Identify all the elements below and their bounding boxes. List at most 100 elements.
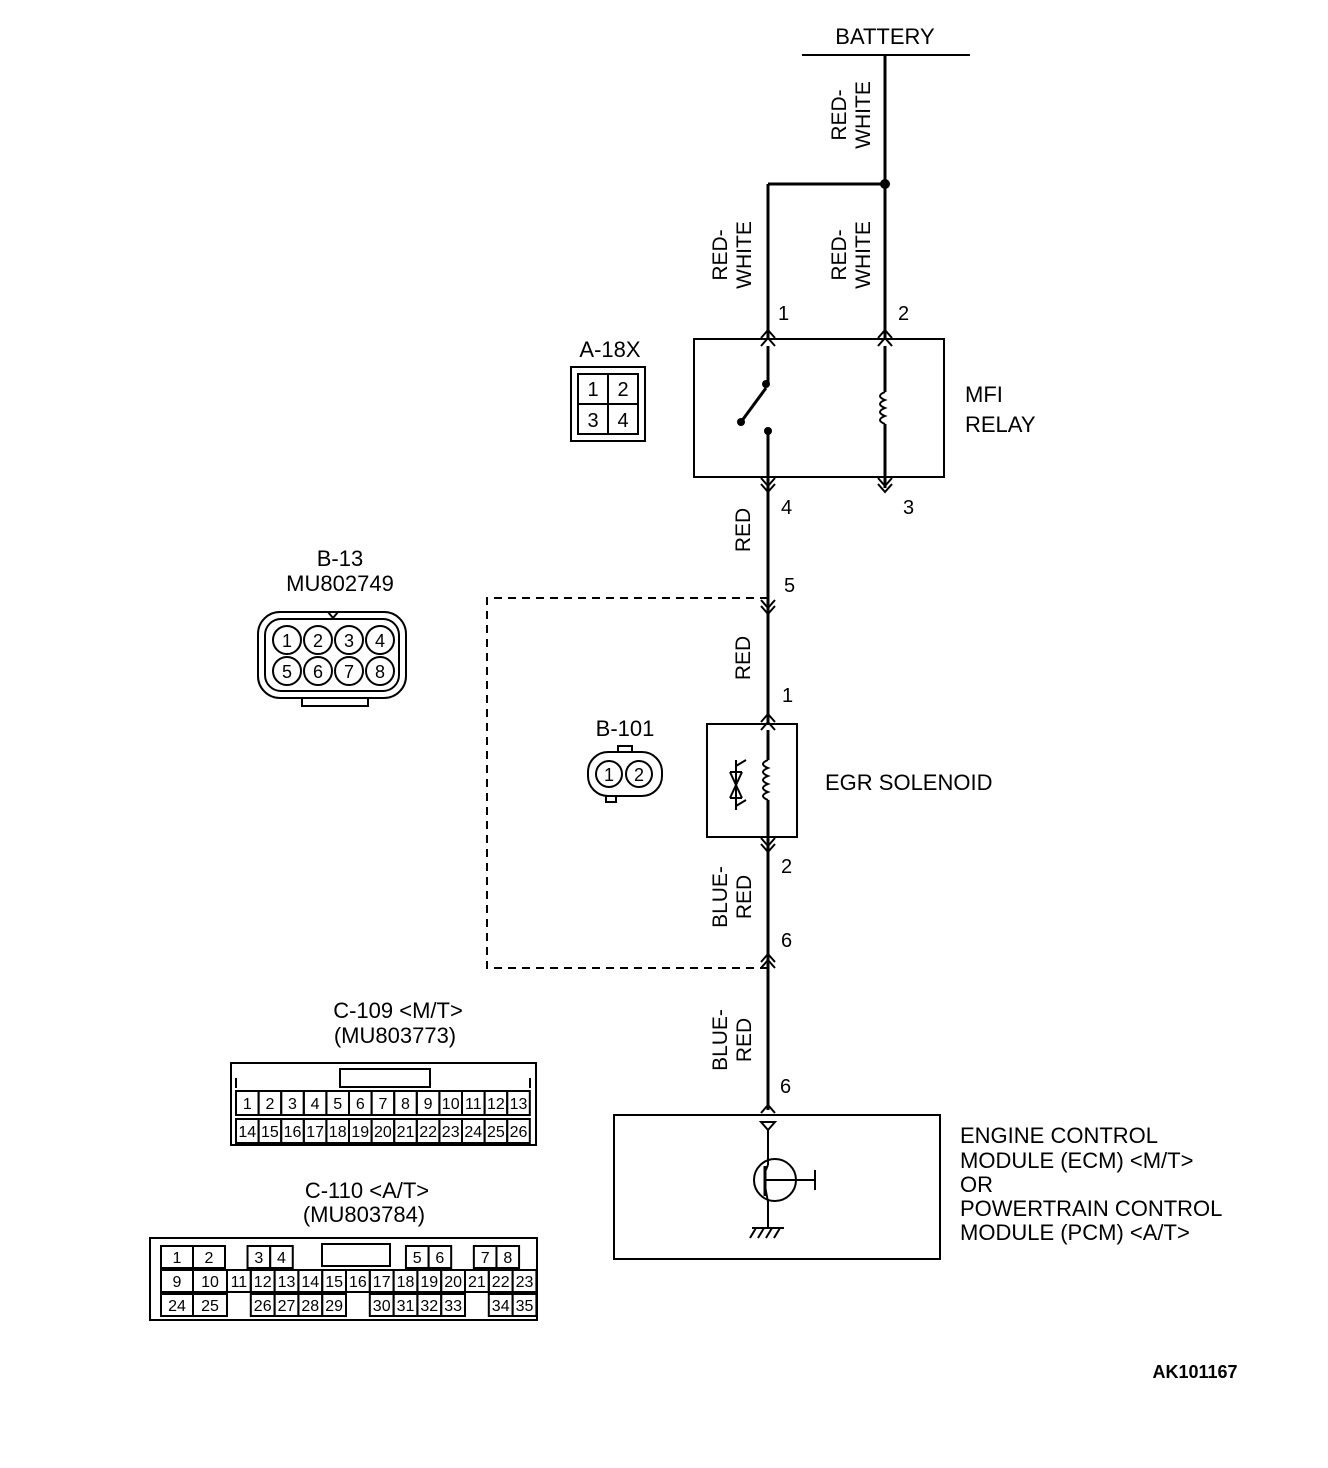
c110-pin-number: 17 xyxy=(373,1274,391,1291)
c109-pin-number: 3 xyxy=(288,1096,297,1113)
b13-pin-cavity xyxy=(272,656,302,686)
ecm-pin-6: 6 xyxy=(780,1076,791,1098)
c110-pin-number: 15 xyxy=(325,1274,343,1291)
c109-pin-number: 12 xyxy=(487,1096,505,1113)
svg-text:BLUE-: BLUE- xyxy=(709,1009,732,1071)
c110-pin-number: 26 xyxy=(254,1298,272,1315)
wire-label-red-2: RED xyxy=(732,636,755,680)
connector-arrow xyxy=(760,599,776,616)
svg-text:RED: RED xyxy=(733,875,756,919)
c110-pin-number: 16 xyxy=(349,1274,367,1291)
c110-pin-number: 4 xyxy=(277,1250,286,1267)
c110-pin-number: 2 xyxy=(205,1250,214,1267)
ecm-box xyxy=(613,1114,941,1260)
c110-pin-cell xyxy=(440,1293,467,1317)
c110-pin-number: 20 xyxy=(444,1274,462,1291)
svg-text:1: 1 xyxy=(587,379,598,401)
wire-label-blue-red-1: BLUE- RED xyxy=(709,866,756,928)
c110-pin-number: 35 xyxy=(516,1298,534,1315)
ecm-label-1: ENGINE CONTROL xyxy=(960,1123,1158,1148)
b13-pin-number: 6 xyxy=(313,662,323,682)
relay-pin-3: 3 xyxy=(903,497,914,519)
c109-pin-number: 2 xyxy=(265,1096,274,1113)
svg-text:RED-: RED- xyxy=(828,89,851,140)
terminal-arrow xyxy=(760,328,776,347)
mfi-relay-label-2: RELAY xyxy=(965,412,1036,437)
c110-pin-cell xyxy=(495,1245,521,1269)
terminal-arrow xyxy=(760,712,776,731)
c110-pin-number: 29 xyxy=(325,1298,343,1315)
solenoid-pin-2: 2 xyxy=(781,856,792,878)
egr-solenoid-box xyxy=(706,723,798,838)
c109-pin-number: 1 xyxy=(243,1096,252,1113)
c110-pin-number: 27 xyxy=(278,1298,296,1315)
c110-pin-number: 18 xyxy=(397,1274,415,1291)
b13-pin-6: 6 xyxy=(781,930,792,952)
b13-pin-number: 8 xyxy=(375,662,385,682)
c109-pin-number: 22 xyxy=(419,1124,437,1141)
c109-pin-number: 13 xyxy=(510,1096,528,1113)
c110-pin-number: 28 xyxy=(301,1298,319,1315)
c110-pin-number: 8 xyxy=(503,1250,512,1267)
c110-label: C-110 <A/T> xyxy=(305,1178,429,1203)
terminal-arrow xyxy=(877,328,893,347)
svg-text:RED: RED xyxy=(733,1018,756,1062)
c110-pin-number: 9 xyxy=(173,1274,182,1291)
c110-pin-number: 13 xyxy=(278,1274,296,1291)
c109-label: C-109 <M/T> xyxy=(333,998,463,1023)
b13-pin-number: 5 xyxy=(282,662,292,682)
switch-contact xyxy=(762,380,770,388)
svg-text:2: 2 xyxy=(634,765,644,785)
c110-part-number: (MU803784) xyxy=(303,1202,425,1227)
svg-text:BLUE-: BLUE- xyxy=(709,866,732,928)
c109-pin-number: 20 xyxy=(374,1124,392,1141)
c110-pin-cell xyxy=(269,1245,294,1269)
b13-pin-number: 1 xyxy=(282,631,292,651)
svg-text:RED-: RED- xyxy=(709,229,732,280)
c109-pin-number: 18 xyxy=(329,1124,347,1141)
c110-pin-number: 21 xyxy=(468,1274,486,1291)
terminal-arrow xyxy=(877,477,893,494)
terminal-arrow xyxy=(760,1103,776,1114)
a18x-connector-icon: 1 2 3 4 xyxy=(570,366,646,442)
c109-pin-number: 16 xyxy=(284,1124,302,1141)
b13-label: B-13 xyxy=(317,546,363,571)
svg-text:RED: RED xyxy=(732,508,755,552)
c110-pin-number: 34 xyxy=(492,1298,510,1315)
c110-pin-number: 14 xyxy=(301,1274,319,1291)
ecm-label-4: POWERTRAIN CONTROL xyxy=(960,1196,1222,1221)
ecm-label-3: OR xyxy=(960,1172,993,1197)
c110-pin-number: 5 xyxy=(413,1250,422,1267)
c110-pin-number: 25 xyxy=(201,1298,219,1315)
c109-pin-number: 4 xyxy=(311,1096,320,1113)
c110-pin-number: 19 xyxy=(420,1274,438,1291)
svg-text:2: 2 xyxy=(617,379,628,401)
svg-text:WHITE: WHITE xyxy=(852,221,875,289)
c110-pin-number: 1 xyxy=(173,1250,182,1267)
connector-arrow xyxy=(760,952,776,969)
c110-pin-number: 30 xyxy=(373,1298,391,1315)
harness-dashed-outline xyxy=(486,597,768,969)
b13-pin-cavity xyxy=(303,656,333,686)
svg-text:RED-: RED- xyxy=(828,229,851,280)
figure-id: AK101167 xyxy=(1152,1362,1237,1382)
c110-pin-cell xyxy=(427,1245,453,1269)
c109-pin-number: 8 xyxy=(401,1096,410,1113)
c109-pin-number: 17 xyxy=(306,1124,324,1141)
c109-pin-number: 15 xyxy=(261,1124,279,1141)
solenoid-coil-icon xyxy=(762,759,771,801)
c109-pin-number: 6 xyxy=(356,1096,365,1113)
b13-pin-cavity xyxy=(334,625,364,655)
ecm-label-5: MODULE (PCM) <A/T> xyxy=(960,1220,1190,1245)
b13-pin-5: 5 xyxy=(784,575,795,597)
c110-pin-number: 33 xyxy=(444,1298,462,1315)
svg-text:WHITE: WHITE xyxy=(852,81,875,149)
egr-solenoid-label: EGR SOLENOID xyxy=(825,770,992,795)
b13-pin-cavity xyxy=(334,656,364,686)
c109-pin-number: 23 xyxy=(442,1124,460,1141)
b13-part-number: MU802749 xyxy=(286,571,394,596)
svg-text:4: 4 xyxy=(617,410,628,432)
c109-part-number: (MU803773) xyxy=(334,1023,456,1048)
